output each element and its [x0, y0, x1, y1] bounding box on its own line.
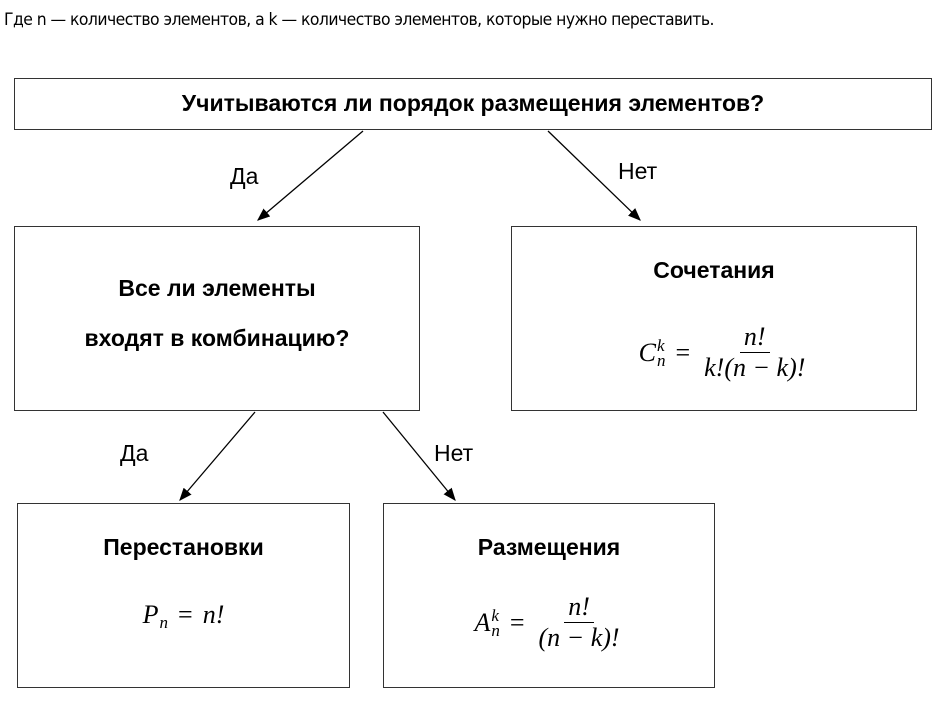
arrow-no1	[547, 130, 641, 221]
formula-rhs: n!	[202, 599, 225, 629]
formula-sub: n	[656, 350, 666, 370]
formula-sup: k	[656, 335, 665, 355]
arrow-no2	[382, 411, 456, 502]
formula-symbol: A	[474, 607, 491, 637]
formula-sub: n	[159, 613, 169, 632]
formula-numerator: n!	[739, 322, 770, 353]
formula-eq: =	[675, 337, 691, 367]
arrow-yes1	[257, 130, 364, 221]
permutations-formula: P n = n!	[18, 599, 349, 632]
root-box: Учитываются ли порядок размещения элемен…	[14, 78, 932, 130]
edge-yes-label: Да	[120, 440, 149, 466]
permutations-box: Перестановки P n = n!	[17, 503, 350, 688]
root-question: Учитываются ли порядок размещения элемен…	[181, 90, 765, 116]
permutations-title: Перестановки	[103, 534, 264, 560]
edge-yes-label: Да	[230, 163, 259, 189]
caption: Где n — количество элементов, а k — коли…	[4, 10, 714, 30]
mid-question-line2: входят в комбинацию?	[84, 325, 350, 351]
arrangements-title: Размещения	[477, 534, 621, 560]
formula-numerator: n!	[564, 592, 594, 623]
formula-denominator: (n − k)!	[538, 623, 620, 652]
edge-no-label: Нет	[618, 158, 658, 184]
edge-no-label: Нет	[434, 440, 474, 466]
formula-eq: =	[509, 607, 525, 637]
combinations-title: Сочетания	[653, 257, 775, 283]
formula-sup: k	[491, 605, 499, 625]
formula-symbol: C	[638, 337, 656, 367]
mid-question-box: Все ли элементы входят в комбинацию?	[14, 226, 420, 411]
formula-denominator: k!(n − k)!	[704, 353, 806, 382]
arrow-yes2	[179, 411, 256, 501]
formula-sub: n	[491, 620, 500, 640]
formula-eq: =	[178, 599, 193, 629]
formula-symbol: P	[142, 599, 159, 629]
mid-question-line1: Все ли элементы	[118, 275, 316, 301]
